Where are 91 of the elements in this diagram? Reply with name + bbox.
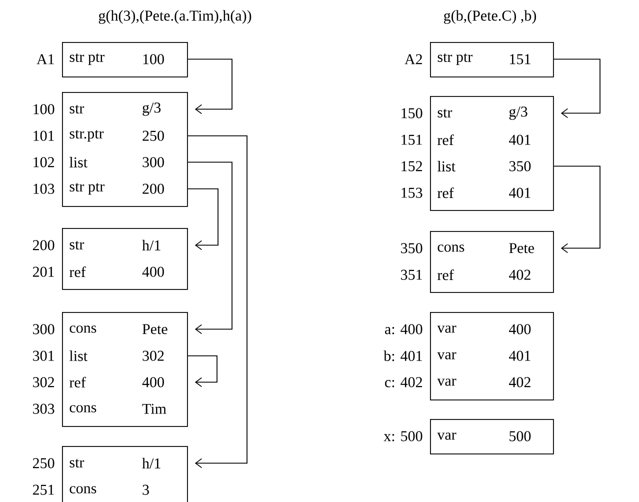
node-label: list	[438, 160, 456, 172]
address-label: A1	[36, 54, 54, 64]
node-label: var	[437, 352, 456, 360]
address-label: 250	[32, 458, 54, 468]
node-label: ref	[70, 266, 86, 278]
address-label: 302	[33, 377, 54, 388]
arrow	[187, 135, 248, 468]
node-label: 400	[509, 324, 531, 334]
node-label: g/3	[142, 102, 161, 116]
address-label: 201	[32, 266, 54, 277]
node-label: 402	[509, 270, 530, 280]
arrow	[553, 58, 600, 118]
memory-box: var 400 var 401 var 402	[430, 312, 554, 400]
node-label: str	[70, 240, 84, 250]
memory-box: cons Pete list 302 ref 400 cons Tim	[62, 312, 188, 427]
address-label: 151	[402, 134, 422, 145]
address-label: 100	[34, 104, 54, 114]
node-label: str ptr	[70, 53, 104, 66]
node-label: 401	[509, 350, 530, 361]
arrow	[553, 166, 600, 254]
node-label: 402	[509, 377, 530, 388]
node-label: 401	[509, 188, 530, 198]
expression-heading: g(b,(Pete.C) ,b)	[444, 10, 536, 24]
node-label: cons	[70, 486, 96, 494]
arrow	[187, 188, 218, 250]
address-label: 350	[401, 243, 422, 254]
node-label: ref	[438, 187, 454, 198]
node-label: cons	[438, 244, 464, 252]
address-label: 152	[402, 161, 422, 172]
memory-box: str g/3 ref 401 list 350 ref 401	[430, 96, 554, 211]
node-label: 100	[143, 54, 164, 64]
node-label: 200	[142, 184, 164, 194]
node-label: list	[70, 350, 88, 362]
memory-box: str h/1 cons 3	[62, 446, 188, 502]
memory-box: var 500	[430, 419, 554, 454]
address-label: b: 401	[384, 350, 422, 362]
arrow	[187, 162, 232, 334]
node-label: ref	[70, 376, 86, 388]
address-label: 351	[401, 270, 422, 280]
node-label: str.ptr	[70, 130, 104, 142]
address-label: 103	[34, 184, 54, 194]
node-label: 400	[142, 266, 164, 277]
node-label: str	[70, 104, 84, 114]
node-label: list	[70, 156, 88, 168]
arrow	[187, 58, 232, 114]
node-label: 250	[142, 130, 164, 141]
address-label: 301	[33, 350, 54, 361]
node-label: var	[437, 432, 456, 440]
address-label: x: 500	[384, 431, 422, 442]
address-label: 303	[33, 404, 54, 414]
node-label: 500	[510, 431, 531, 442]
node-label: g/3	[509, 106, 528, 120]
address-label: 300	[33, 324, 54, 334]
expression-heading: g(h(3),(Pete.(a.Tim),h(a))	[98, 10, 252, 24]
memory-box: cons Pete ref 402	[430, 231, 554, 293]
node-label: 400	[142, 377, 164, 388]
address-label: 102	[34, 157, 54, 168]
node-label: str ptr	[438, 53, 472, 66]
node-label: ref	[438, 134, 454, 146]
memory-box: str g/3 str.ptr 250 list 300 str ptr 200	[62, 92, 188, 207]
node-label: 350	[509, 161, 531, 172]
node-label: cons	[70, 405, 96, 412]
node-label: 300	[142, 157, 164, 168]
node-label: var	[437, 326, 456, 333]
memory-box: str ptr 151	[430, 42, 554, 78]
node-label: str	[70, 458, 84, 468]
address-label: A2	[404, 54, 422, 64]
address-label: 150	[402, 108, 422, 118]
address-label: a: 400	[385, 324, 422, 334]
node-label: str	[438, 108, 452, 118]
node-label: 3	[142, 484, 149, 495]
node-label: 302	[142, 350, 164, 361]
node-label: h/1	[142, 458, 160, 468]
node-label: var	[437, 378, 456, 386]
node-label: Pete	[509, 243, 534, 254]
address-label: 200	[32, 240, 54, 250]
address-label: c: 402	[385, 377, 422, 388]
node-label: cons	[70, 326, 96, 333]
node-label: Tim	[142, 404, 166, 414]
node-label: 401	[509, 134, 530, 145]
address-label: 153	[402, 188, 422, 198]
node-label: str ptr	[70, 182, 104, 195]
node-label: 151	[510, 54, 530, 64]
memory-box: str ptr 100	[62, 42, 188, 78]
arrow	[187, 355, 218, 388]
address-label: 101	[34, 130, 54, 141]
node-label: Pete	[142, 324, 168, 334]
memory-box: str h/1 ref 400	[62, 228, 188, 290]
node-label: h/1	[142, 240, 160, 250]
node-label: ref	[438, 269, 454, 280]
address-label: 251	[32, 484, 54, 495]
